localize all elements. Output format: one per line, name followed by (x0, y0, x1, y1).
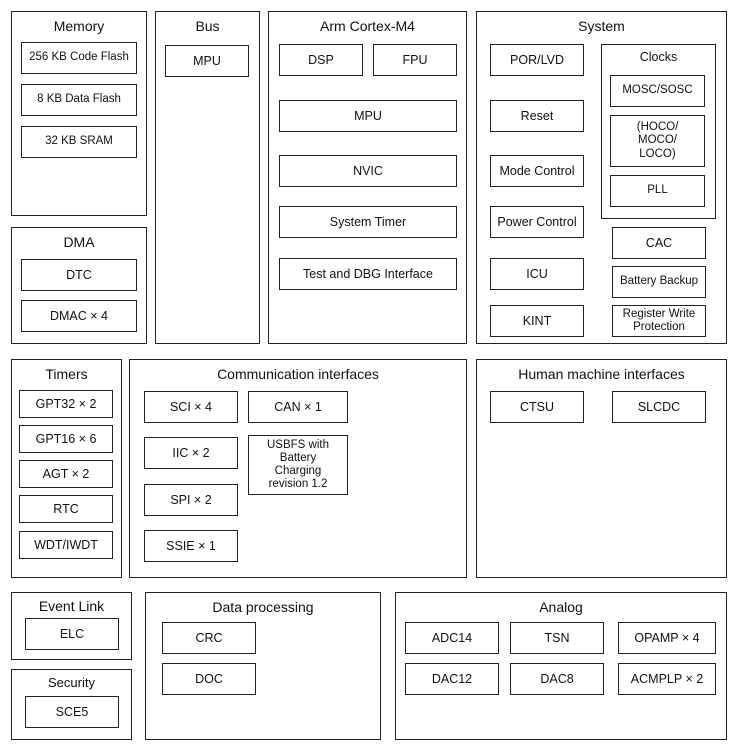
wdt-iwdt-block: WDT/IWDT (19, 531, 113, 559)
acmplp-block: ACMPLP × 2 (618, 663, 716, 695)
test-dbg-interface-block: Test and DBG Interface (279, 258, 457, 290)
timers-title: Timers (45, 366, 88, 382)
gpt16-block: GPT16 × 6 (19, 425, 113, 453)
data-processing-group: Data processing CRC DOC (145, 592, 381, 740)
tsn-block: TSN (510, 622, 604, 654)
core-mpu-block: MPU (279, 100, 457, 132)
dac8-block: DAC8 (510, 663, 604, 695)
code-flash-block: 256 KB Code Flash (21, 42, 137, 74)
human-machine-interfaces-title: Human machine interfaces (518, 366, 685, 382)
system-title: System (578, 18, 625, 34)
clocks-title: Clocks (639, 50, 678, 64)
event-link-group: Event Link ELC (11, 592, 132, 660)
dma-group: DMA DTC DMAC × 4 (11, 227, 147, 344)
sci-block: SCI × 4 (144, 391, 238, 423)
gpt32-block: GPT32 × 2 (19, 390, 113, 418)
cortex-m4-group: Arm Cortex-M4 DSP FPU MPU NVIC System Ti… (268, 11, 467, 344)
security-title: Security (48, 675, 95, 690)
nvic-block: NVIC (279, 155, 457, 187)
dsp-block: DSP (279, 44, 363, 76)
hoco-moco-loco-block: (HOCO/ MOCO/ LOCO) (610, 115, 705, 167)
agt-block: AGT × 2 (19, 460, 113, 488)
memory-group: Memory 256 KB Code Flash 8 KB Data Flash… (11, 11, 147, 216)
bus-mpu-block: MPU (165, 45, 249, 77)
opamp-block: OPAMP × 4 (618, 622, 716, 654)
kint-block: KINT (490, 305, 584, 337)
dmac-block: DMAC × 4 (21, 300, 137, 332)
mode-control-block: Mode Control (490, 155, 584, 187)
rtc-block: RTC (19, 495, 113, 523)
sram-block: 32 KB SRAM (21, 126, 137, 158)
usbfs-block: USBFS with Battery Charging revision 1.2 (248, 435, 348, 495)
event-link-title: Event Link (38, 598, 105, 614)
reset-block: Reset (490, 100, 584, 132)
cortex-m4-title: Arm Cortex-M4 (320, 18, 415, 34)
system-group: System POR/LVD Reset Mode Control Power … (476, 11, 727, 344)
dac12-block: DAC12 (405, 663, 499, 695)
doc-block: DOC (162, 663, 256, 695)
fpu-block: FPU (373, 44, 457, 76)
power-control-block: Power Control (490, 206, 584, 238)
security-group: Security SCE5 (11, 669, 132, 740)
pll-block: PLL (610, 175, 705, 207)
bus-title: Bus (195, 18, 220, 34)
communication-interfaces-group: Communication interfaces SCI × 4 CAN × 1… (129, 359, 467, 578)
elc-block: ELC (25, 618, 119, 650)
battery-backup-block: Battery Backup (612, 266, 706, 298)
spi-block: SPI × 2 (144, 484, 238, 516)
iic-block: IIC × 2 (144, 437, 238, 469)
ctsu-block: CTSU (490, 391, 584, 423)
analog-title: Analog (539, 599, 583, 615)
register-write-protection-block: Register Write Protection (612, 305, 706, 337)
human-machine-interfaces-group: Human machine interfaces CTSU SLCDC (476, 359, 727, 578)
sce5-block: SCE5 (25, 696, 119, 728)
memory-title: Memory (53, 18, 105, 34)
slcdc-block: SLCDC (612, 391, 706, 423)
por-lvd-block: POR/LVD (490, 44, 584, 76)
crc-block: CRC (162, 622, 256, 654)
clocks-group: Clocks MOSC/SOSC (HOCO/ MOCO/ LOCO) PLL (601, 44, 716, 219)
analog-group: Analog ADC14 TSN OPAMP × 4 DAC12 DAC8 AC… (395, 592, 727, 740)
mosc-sosc-block: MOSC/SOSC (610, 75, 705, 107)
bus-group: Bus MPU (155, 11, 260, 344)
dtc-block: DTC (21, 259, 137, 291)
can-block: CAN × 1 (248, 391, 348, 423)
timers-group: Timers GPT32 × 2 GPT16 × 6 AGT × 2 RTC W… (11, 359, 122, 578)
adc14-block: ADC14 (405, 622, 499, 654)
system-timer-block: System Timer (279, 206, 457, 238)
communication-interfaces-title: Communication interfaces (217, 366, 379, 382)
data-processing-title: Data processing (212, 599, 314, 615)
data-flash-block: 8 KB Data Flash (21, 84, 137, 116)
cac-block: CAC (612, 227, 706, 259)
icu-block: ICU (490, 258, 584, 290)
dma-title: DMA (63, 234, 95, 250)
ssie-block: SSIE × 1 (144, 530, 238, 562)
